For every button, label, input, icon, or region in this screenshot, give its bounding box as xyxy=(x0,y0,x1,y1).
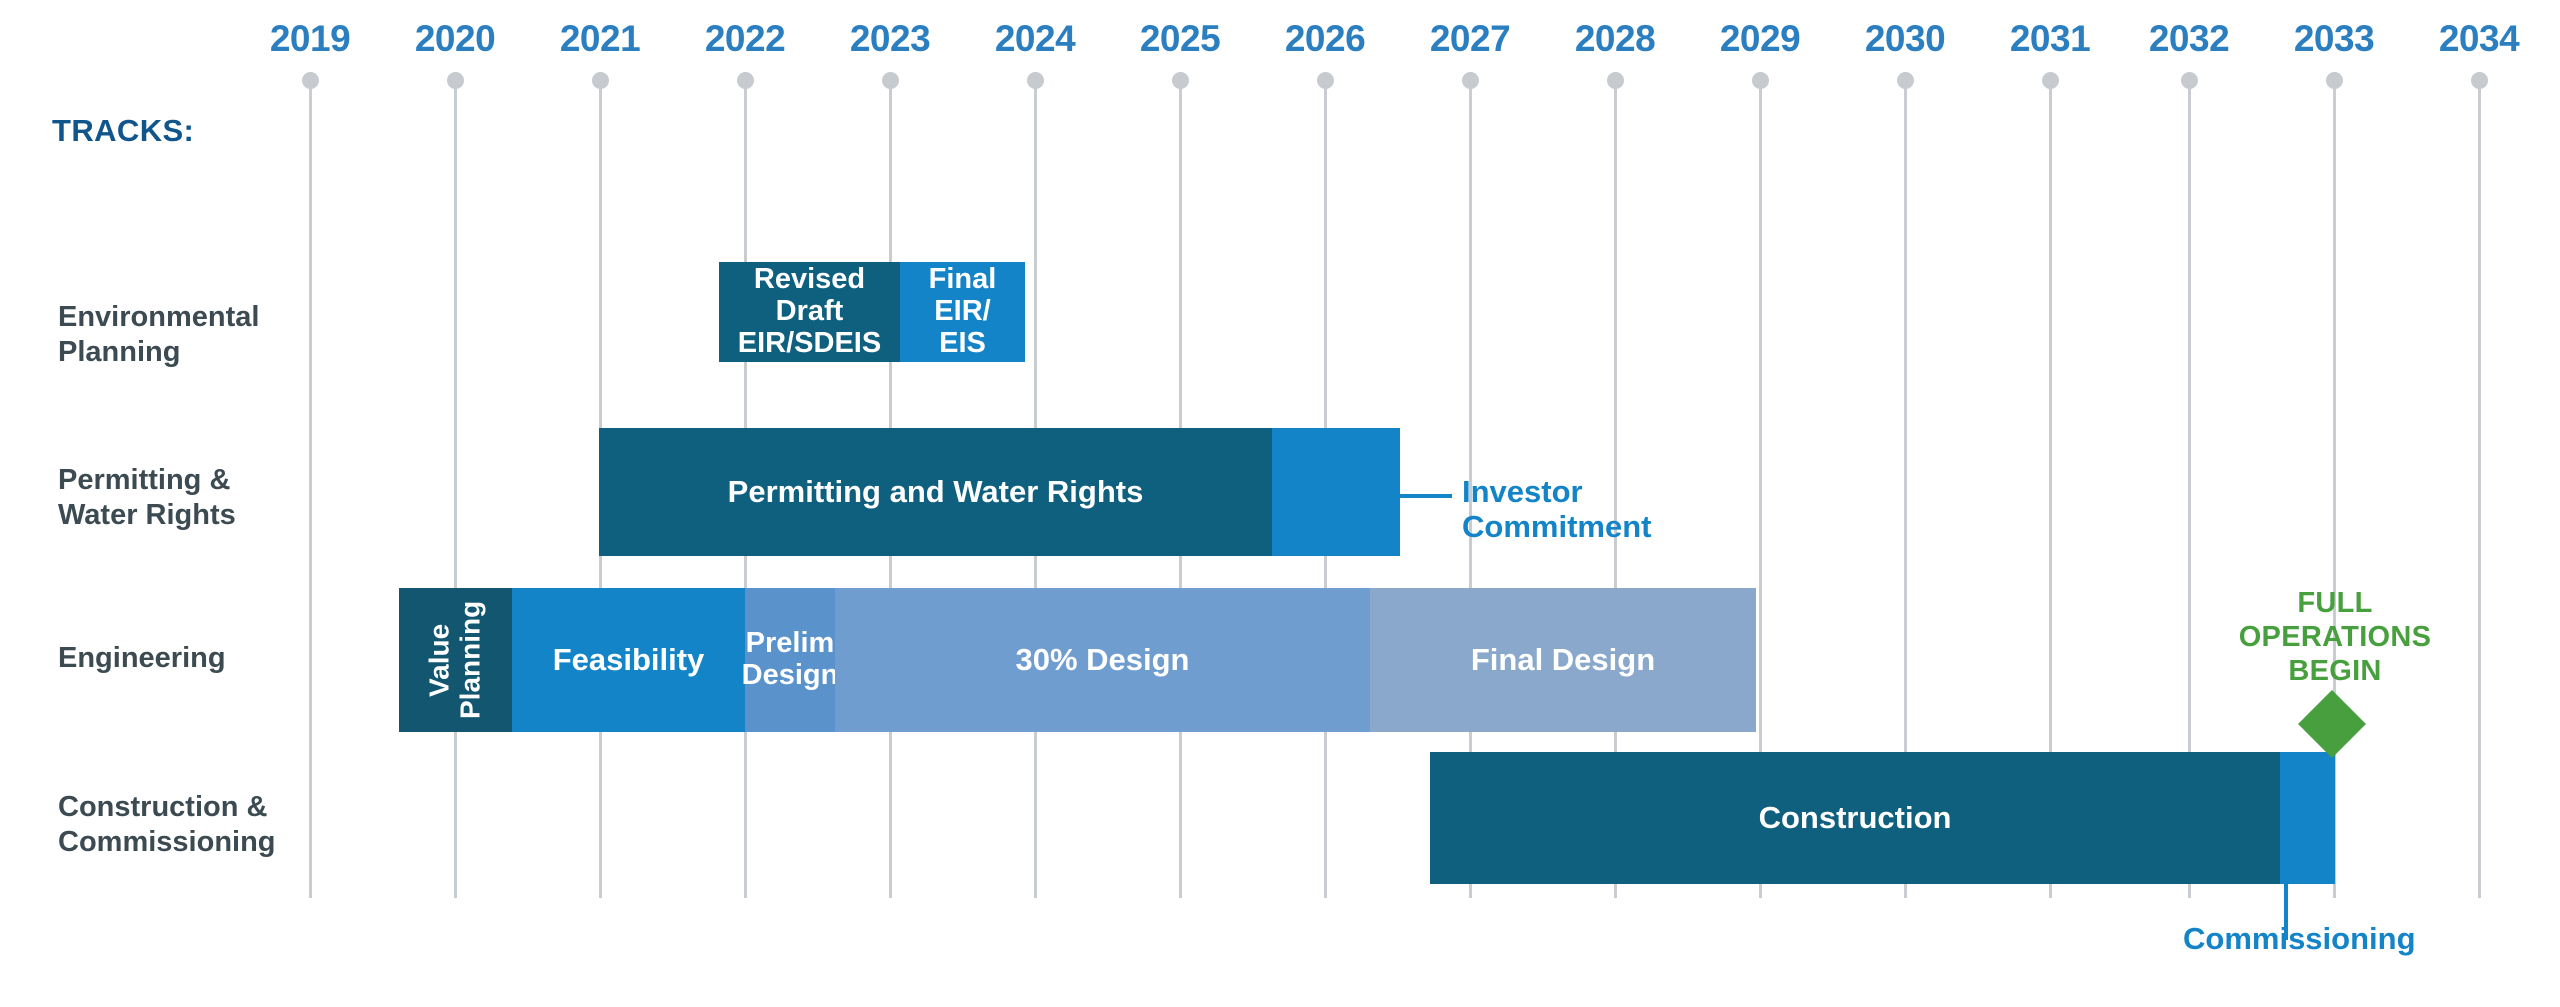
year-label-2031: 2031 xyxy=(2009,18,2091,59)
annotation-line-2: Commitment xyxy=(1462,508,1652,544)
tickdot-2023 xyxy=(882,72,899,89)
annotation-commissioning: Commissioning xyxy=(2183,921,2416,956)
bar-prelim-design[interactable]: Prelim Design xyxy=(742,588,838,732)
row-label-engineering: Engineering xyxy=(58,641,358,676)
gridline-2034 xyxy=(2478,88,2481,898)
tickdot-2027 xyxy=(1462,72,1479,89)
bar-label: Construction xyxy=(1758,799,1952,835)
gridline-2028 xyxy=(1614,88,1617,898)
year-label-2024: 2024 xyxy=(994,18,1076,59)
tickdot-2033 xyxy=(2326,72,2343,89)
annotation-line-1: Investor xyxy=(1462,474,1583,509)
tickdot-2030 xyxy=(1897,72,1914,89)
row-label-construction-commissioning: Construction & Commissioning xyxy=(58,790,358,861)
bar-label: 30% Design xyxy=(1015,641,1190,677)
tickdot-2019 xyxy=(302,72,319,89)
bar-construction[interactable]: Construction xyxy=(1430,752,2280,884)
year-label-2022: 2022 xyxy=(704,18,786,59)
gridline-2033 xyxy=(2333,88,2336,898)
bar-label-line-3: EIR/SDEIS xyxy=(737,326,882,359)
gridline-2027 xyxy=(1469,88,1472,898)
milestone-line-3: BEGIN xyxy=(2288,655,2382,688)
bar-revised-draft-eir-sdeis[interactable]: Revised Draft EIR/SDEIS xyxy=(719,262,900,362)
gridline-2020 xyxy=(454,88,457,898)
year-label-2026: 2026 xyxy=(1284,18,1366,59)
tickdot-2021 xyxy=(592,72,609,89)
year-label-2019: 2019 xyxy=(269,18,351,59)
bar-permitting-and-water-rights[interactable]: Permitting and Water Rights xyxy=(599,428,1272,556)
bar-label-line-2: EIR/ xyxy=(934,295,991,328)
bar-value-planning[interactable]: Value Planning xyxy=(399,588,512,732)
tickdot-2025 xyxy=(1172,72,1189,89)
tickdot-2026 xyxy=(1317,72,1334,89)
bar-label-line-1: Prelim xyxy=(745,627,835,660)
investor-commitment-leader-line xyxy=(1400,494,1452,498)
row-label-line-1: Construction & xyxy=(58,791,268,823)
gridline-2019 xyxy=(309,88,312,898)
bar-investor-commitment-segment[interactable] xyxy=(1272,428,1400,556)
row-label-line-2: Commissioning xyxy=(58,826,276,859)
year-label-2032: 2032 xyxy=(2148,18,2230,59)
tracks-heading: TRACKS: xyxy=(52,113,195,148)
commissioning-leader-line xyxy=(2284,884,2288,940)
bar-final-eir-eis[interactable]: Final EIR/ EIS xyxy=(900,262,1025,362)
year-label-2027: 2027 xyxy=(1429,18,1511,59)
bar-label: Feasibility xyxy=(552,641,705,677)
bar-label-line-2: Planning xyxy=(454,600,486,720)
tickdot-2034 xyxy=(2471,72,2488,89)
tickdot-2022 xyxy=(737,72,754,89)
gridline-2030 xyxy=(1904,88,1907,898)
bar-30-percent-design[interactable]: 30% Design xyxy=(835,588,1370,732)
milestone-label-full-operations-begin: FULL OPERATIONS BEGIN xyxy=(2185,586,2485,689)
year-label-2030: 2030 xyxy=(1864,18,1946,59)
year-label-2029: 2029 xyxy=(1719,18,1801,59)
bar-label-line-1: Revised xyxy=(753,263,866,296)
gridline-2031 xyxy=(2049,88,2052,898)
row-label-line-2: Planning xyxy=(58,336,181,369)
row-label-line-1: Permitting & xyxy=(58,464,231,496)
gridline-2029 xyxy=(1759,88,1762,898)
gridline-2032 xyxy=(2188,88,2191,898)
tickdot-2028 xyxy=(1607,72,1624,89)
row-label-environmental-planning: Environmental Planning xyxy=(58,300,358,371)
bar-commissioning-segment[interactable] xyxy=(2280,752,2335,884)
tickdot-2029 xyxy=(1752,72,1769,89)
year-label-2025: 2025 xyxy=(1139,18,1221,59)
year-label-2028: 2028 xyxy=(1574,18,1656,59)
year-label-2033: 2033 xyxy=(2293,18,2375,59)
bar-label-line-3: EIS xyxy=(939,326,986,359)
bar-label-line-2: Design xyxy=(741,659,839,691)
row-label-line-1: Engineering xyxy=(58,642,226,674)
bar-feasibility[interactable]: Feasibility xyxy=(512,588,745,732)
row-label-permitting-water-rights: Permitting & Water Rights xyxy=(58,463,358,534)
row-label-line-2: Water Rights xyxy=(58,499,236,532)
row-label-line-1: Environmental xyxy=(58,301,260,333)
milestone-line-2: OPERATIONS xyxy=(2238,621,2432,654)
milestone-diamond-icon[interactable] xyxy=(2298,690,2366,758)
bar-label-line-1: Value xyxy=(423,623,455,697)
bar-final-design[interactable]: Final Design xyxy=(1370,588,1756,732)
year-label-2034: 2034 xyxy=(2438,18,2520,59)
bar-label: Value Planning xyxy=(423,588,487,732)
bar-label-line-1: Final xyxy=(928,263,997,296)
bar-label: Permitting and Water Rights xyxy=(727,473,1144,509)
tickdot-2024 xyxy=(1027,72,1044,89)
year-label-2023: 2023 xyxy=(849,18,931,59)
tickdot-2020 xyxy=(447,72,464,89)
annotation-investor-commitment: Investor Commitment xyxy=(1462,474,1652,544)
year-label-2020: 2020 xyxy=(414,18,496,59)
year-label-2021: 2021 xyxy=(559,18,641,59)
bar-label: Final Design xyxy=(1470,641,1656,677)
milestone-line-1: FULL xyxy=(2297,587,2373,619)
bar-label-line-2: Draft xyxy=(775,295,844,328)
tickdot-2032 xyxy=(2181,72,2198,89)
tickdot-2031 xyxy=(2042,72,2059,89)
